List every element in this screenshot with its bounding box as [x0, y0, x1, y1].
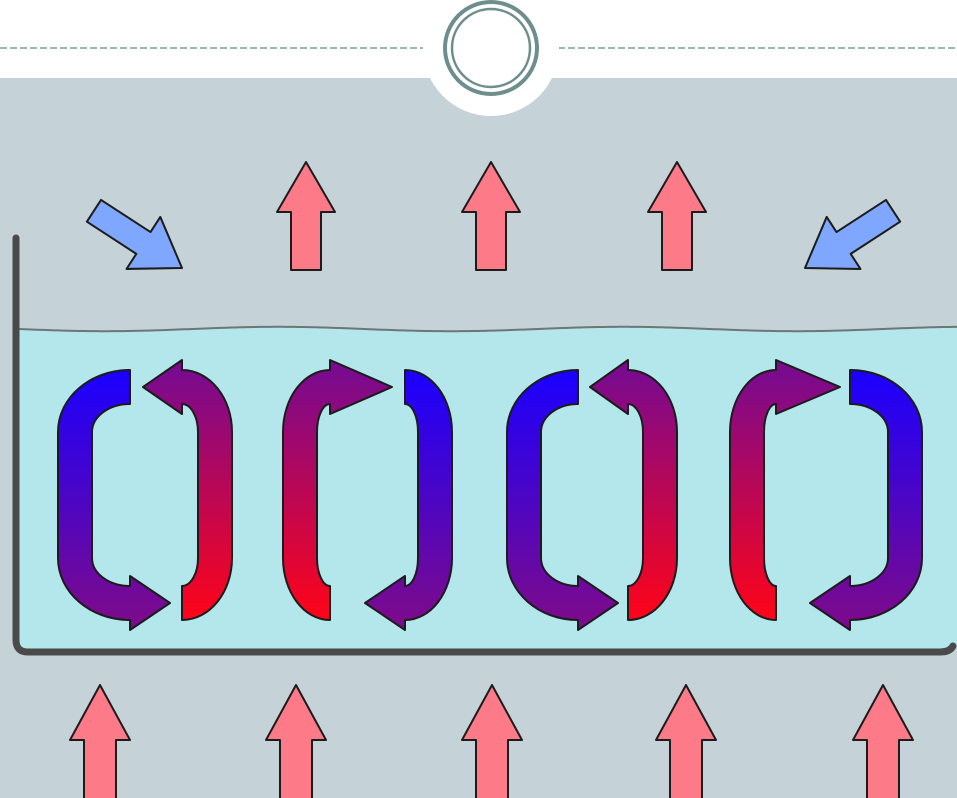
heat-source-arrow-icon	[655, 684, 717, 798]
emblem-outer-ring	[443, 0, 539, 96]
convection-arrow-hot-rising-icon	[142, 359, 233, 621]
heat-source-arrow-icon	[461, 684, 523, 798]
convection-arrow-hot-rising-icon	[729, 359, 841, 621]
convection-arrow-cold-descending-icon	[809, 369, 923, 631]
convection-cell	[506, 359, 678, 631]
container-wall	[12, 234, 957, 656]
heat-source-arrow-icon	[265, 684, 327, 798]
convection-cell	[729, 359, 923, 631]
convection-cells	[57, 359, 923, 631]
convection-arrow-cold-descending-icon	[506, 369, 619, 631]
heat-source-arrow-icon	[69, 684, 131, 798]
emblem-inner-ring	[450, 7, 532, 89]
convection-arrow-cold-descending-icon	[57, 369, 171, 631]
cool-air-arrow-icon	[85, 198, 183, 270]
heat-source-arrow-icon	[852, 684, 914, 798]
convection-cell	[282, 359, 453, 631]
heat-rising-arrow-icon	[276, 161, 336, 271]
heat-rising-arrow-icon	[647, 161, 707, 271]
convection-arrow-cold-descending-icon	[364, 369, 453, 631]
convection-arrow-hot-rising-icon	[282, 359, 393, 621]
water-body	[19, 326, 957, 650]
air-arrows	[85, 161, 902, 271]
heat-source-arrows	[69, 684, 914, 798]
heat-rising-arrow-icon	[461, 161, 521, 271]
header-emblem	[423, 0, 559, 116]
water-tank	[12, 234, 957, 656]
convection-arrow-hot-rising-icon	[589, 359, 678, 621]
water-surface	[18, 325, 957, 333]
convection-cell	[57, 359, 233, 631]
cool-air-arrow-icon	[804, 198, 902, 270]
